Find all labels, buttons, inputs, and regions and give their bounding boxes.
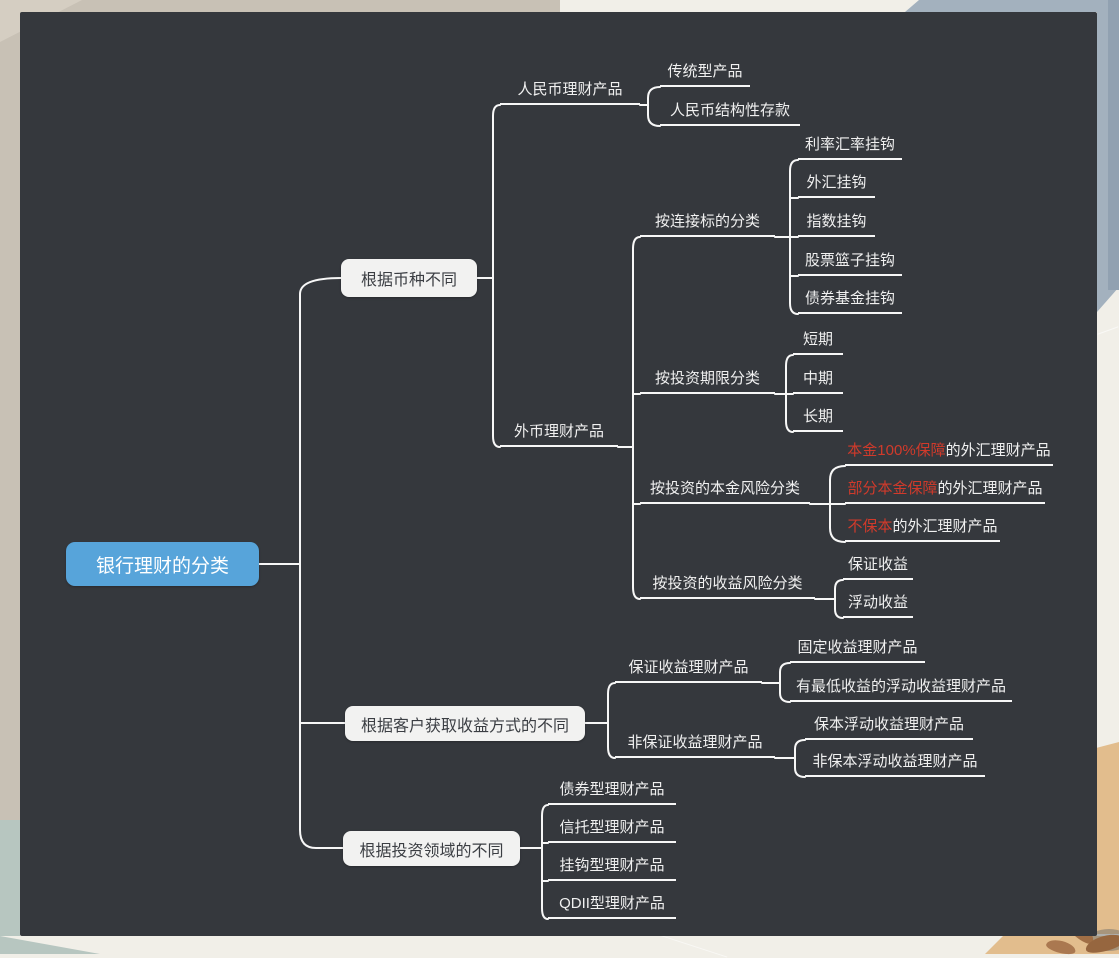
node-qdii-type[interactable]: QDII型理财产品: [548, 894, 676, 919]
wallpaper-bottom-edge: [0, 936, 1119, 954]
label-red-segment: 本金100%保障: [847, 442, 946, 459]
node-bond-type[interactable]: 债券型理财产品: [548, 780, 676, 805]
node-principal-protected-floating[interactable]: 保本浮动收益理财产品: [805, 715, 973, 740]
wallpaper-right-tan-facet: [1097, 742, 1119, 934]
node-by-investment-field[interactable]: 根据投资领域的不同: [343, 831, 520, 866]
wallpaper-left-sage-facet: [0, 820, 20, 954]
node-short-term[interactable]: 短期: [793, 330, 843, 355]
node-rmb-products[interactable]: 人民币理财产品: [500, 80, 640, 105]
node-min-income-floating-products[interactable]: 有最低收益的浮动收益理财产品: [790, 677, 1012, 702]
node-by-yield-risk[interactable]: 按投资的收益风险分类: [640, 574, 815, 599]
wallpaper-right-slate-dark-facet: [1108, 0, 1119, 290]
wallpaper-top-slate-facet: [905, 0, 1119, 12]
wallpaper-left-edge: [0, 0, 20, 822]
node-partial-principal-guaranteed[interactable]: 部分本金保障的外汇理财产品: [845, 479, 1045, 504]
wallpaper-top-cream: [560, 0, 910, 12]
node-traditional-products[interactable]: 传统型产品: [660, 62, 750, 87]
label-red-segment: 不保本: [847, 518, 893, 535]
node-foreign-currency-products[interactable]: 外币理财产品: [500, 422, 618, 447]
node-non-guaranteed-income-products[interactable]: 非保证收益理财产品: [615, 733, 775, 758]
node-by-income-method[interactable]: 根据客户获取收益方式的不同: [345, 706, 585, 741]
node-root[interactable]: 银行理财的分类: [66, 542, 259, 586]
node-fixed-income-products[interactable]: 固定收益理财产品: [790, 638, 925, 663]
label-rest-segment: 的外汇理财产品: [892, 518, 998, 535]
node-trust-type[interactable]: 信托型理财产品: [548, 818, 676, 843]
wallpaper-seam-line: [1097, 326, 1119, 335]
node-bond-fund-linked[interactable]: 债券基金挂钩: [798, 289, 902, 314]
node-stock-basket-linked[interactable]: 股票篮子挂钩: [798, 251, 902, 276]
node-fx-linked[interactable]: 外汇挂钩: [798, 173, 875, 198]
node-by-currency[interactable]: 根据币种不同: [341, 259, 477, 297]
node-non-principal-protected-floating[interactable]: 非保本浮动收益理财产品: [805, 752, 985, 777]
node-by-linked-target[interactable]: 按连接标的分类: [640, 212, 775, 237]
node-mid-term[interactable]: 中期: [793, 369, 843, 394]
label-rest-segment: 的外汇理财产品: [937, 480, 1043, 497]
mindmap-canvas[interactable]: [20, 12, 1097, 936]
node-guaranteed-income-products[interactable]: 保证收益理财产品: [615, 658, 762, 683]
node-long-term[interactable]: 长期: [793, 407, 843, 432]
label-red-segment: 部分本金保障: [847, 480, 938, 497]
node-floating-yield[interactable]: 浮动收益: [843, 593, 913, 618]
node-by-investment-term[interactable]: 按投资期限分类: [640, 369, 775, 394]
node-rmb-structured-deposit[interactable]: 人民币结构性存款: [660, 101, 800, 126]
node-rate-fx-linked[interactable]: 利率汇率挂钩: [798, 135, 902, 160]
wallpaper-top-beige: [0, 0, 560, 12]
label-rest-segment: 的外汇理财产品: [945, 442, 1051, 459]
node-guaranteed-yield[interactable]: 保证收益: [843, 555, 913, 580]
node-principal-100-guaranteed[interactable]: 本金100%保障的外汇理财产品: [845, 441, 1053, 466]
node-linked-type[interactable]: 挂钩型理财产品: [548, 856, 676, 881]
node-non-principal-guaranteed[interactable]: 不保本的外汇理财产品: [845, 517, 1000, 542]
node-index-linked[interactable]: 指数挂钩: [798, 212, 875, 237]
node-by-principal-risk[interactable]: 按投资的本金风险分类: [640, 479, 810, 504]
